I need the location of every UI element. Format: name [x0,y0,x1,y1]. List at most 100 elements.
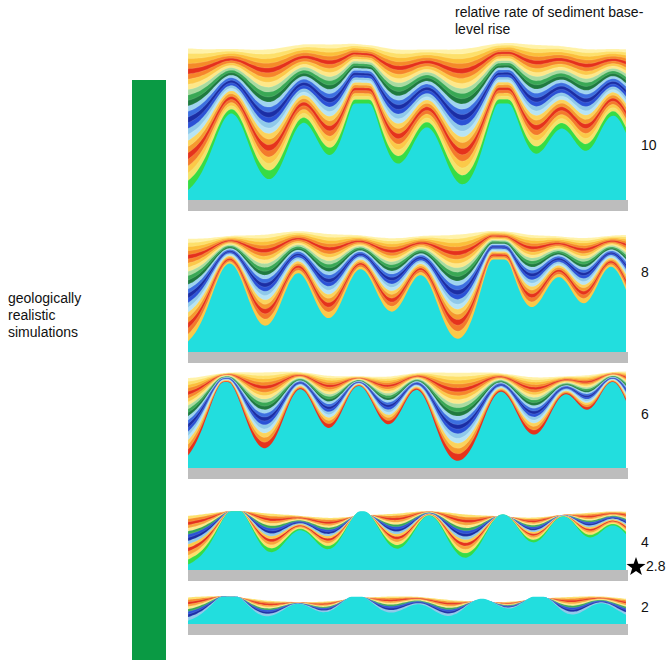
sediment-layer [188,597,626,624]
sediment-layer [188,596,626,624]
sediment-layer [188,50,626,200]
sediment-layer [188,256,626,352]
sediment-layer [188,596,626,624]
sediment-layer [188,372,626,468]
sediment-layer [188,242,626,352]
sediment-layer [188,54,626,200]
sediment-layer [188,596,626,624]
sediment-layer [188,511,626,570]
sediment-layer [188,374,626,468]
sediment-layer [188,377,626,468]
sediment-layer [188,379,626,468]
sediment-layer [188,250,626,352]
sediment-layer [188,70,626,200]
bar-label: geologically realistic simulations [8,290,118,340]
sediment-layer [188,372,626,468]
sediment-layer [188,99,626,200]
realistic-bar [132,80,166,660]
rate-value: 4 [641,534,667,551]
sediment-layer [188,75,626,200]
sediment-layer [188,233,626,352]
sediment-layer [188,597,626,624]
sediment-layer [188,61,626,200]
rate-value: 6 [641,406,667,423]
rate-value: 8 [641,264,667,281]
sediment-layer [188,77,626,200]
sediment-layer [188,43,626,200]
sediment-layer [188,235,626,352]
rate-value: 10 [641,137,667,154]
base-slab [188,468,628,479]
sediment-layer [188,596,626,624]
sediment-layer [188,254,626,352]
section-panel [188,372,628,479]
sediment-layer [188,380,626,468]
sediment-layer [188,63,626,200]
sediment-layer [188,373,626,468]
basement-topography [188,103,626,200]
sediment-layer [188,237,626,352]
base-slab [188,570,628,581]
sediment-layer [188,511,626,570]
sediment-layer [188,373,626,468]
sediment-layer [188,511,626,570]
sediment-layer [188,82,626,200]
sediment-layer [188,378,626,468]
sediment-layer [188,80,626,200]
sediment-layer [188,72,626,200]
sediment-layer [188,241,626,352]
sediment-layer [188,249,626,352]
sediment-layer [188,234,626,352]
sediment-layer [188,378,626,468]
sediment-layer [188,231,626,352]
sediment-layer [188,85,626,200]
sediment-layer [188,90,626,200]
section-panel [188,43,628,211]
sediment-layer [188,47,626,200]
sediment-layer [188,258,626,352]
sediment-layer [188,511,626,570]
sediment-layer [188,65,626,200]
sediment-layer [188,511,626,570]
sediment-layer [188,511,626,570]
sediment-layer [188,88,626,200]
sediment-layer [188,96,626,200]
sediment-layer [188,58,626,200]
base-slab [188,624,628,635]
basement-topography [188,382,626,468]
rate-value: 2 [641,599,667,616]
sediment-layer [188,381,626,468]
basement-topography [188,597,626,624]
base-slab [188,200,628,211]
sediment-layer [188,375,626,468]
cross-sections [188,43,628,635]
base-slab [188,352,628,363]
sediment-layer [188,245,626,352]
sediment-layer [188,511,626,570]
sediment-layer [188,68,626,200]
sediment-layer [188,240,626,352]
sediment-layer [188,374,626,468]
section-panel [188,231,628,363]
sediment-layer [188,239,626,352]
sediment-layer [188,379,626,468]
sediment-layer [188,93,626,200]
sediment-layer [188,375,626,468]
sediment-layer [188,597,626,624]
sediment-layer [188,596,626,624]
section-panel [188,511,628,581]
basement-topography [188,511,626,570]
sediment-layer [188,56,626,200]
sediment-layer [188,511,626,570]
basement-topography [188,260,626,352]
sediment-layer [188,511,626,570]
sediment-layer [188,511,626,570]
sediment-layer [188,381,626,468]
sediment-layer [188,251,626,352]
sediment-layer [188,52,626,200]
sediment-layer [188,376,626,468]
sediment-layer [188,597,626,624]
sediment-layer [188,377,626,468]
